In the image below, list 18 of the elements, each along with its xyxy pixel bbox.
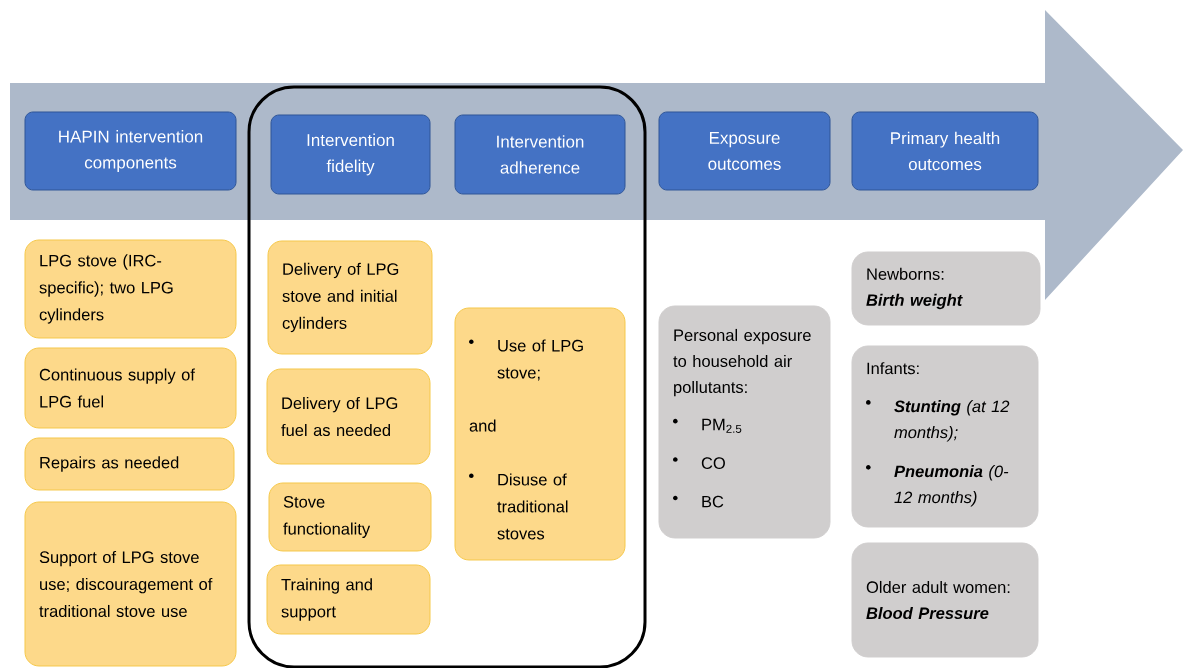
outcome-box: Older adult women: Blood Pressure (851, 542, 1039, 658)
activity-box: Support of LPG stove use; discouragement of traditional stove use (24, 501, 237, 667)
activity-box: Use of LPG stove; and Disuse of traditional stoves (454, 307, 626, 561)
stage-header-box: HAPIN intervention components (24, 111, 237, 191)
stage-header-box: Exposure outcomes (658, 111, 831, 191)
activity-box: LPG stove (IRC-specific); two LPG cylinders (24, 239, 237, 339)
activity-box: Delivery of LPG fuel as needed (266, 368, 431, 465)
outcome-box: Infants: Stunting (at 12 months); Pneumonia (0-12 months) (851, 345, 1039, 528)
activity-box: Training and support (266, 564, 431, 635)
stage-header-box: Primary health outcomes (851, 111, 1039, 191)
stage-header-box: Intervention adherence (454, 114, 626, 195)
activity-box: Repairs as needed (24, 437, 235, 491)
activity-box: Continuous supply of LPG fuel (24, 347, 237, 429)
outcome-box: Newborns: Birth weight (851, 251, 1041, 326)
activity-box: Delivery of LPG stove and initial cylinders (267, 240, 433, 355)
stage-header-box: Intervention fidelity (270, 114, 431, 195)
activity-box: Stove functionality (268, 482, 432, 552)
outcome-box: Personal exposure to household air pollutants: PM$_{2.5}$ CO BC (658, 305, 831, 539)
